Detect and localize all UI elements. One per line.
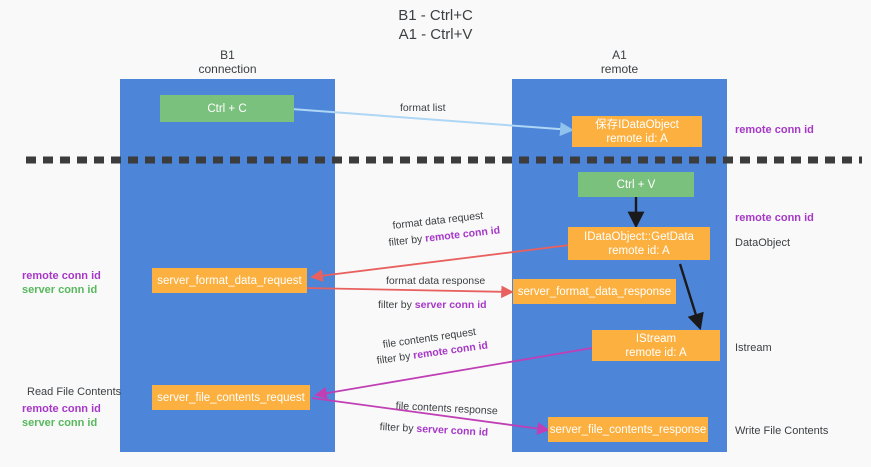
- page-title-line-1: B1 - Ctrl+C: [398, 7, 473, 24]
- column-header-b1-sub: connection: [198, 62, 257, 76]
- node-server-format-data-response-label: server_format_data_response: [517, 285, 672, 298]
- edge-label-format-list: format list: [400, 102, 446, 114]
- node-ctrl-v-label: Ctrl + V: [616, 178, 656, 191]
- arrow-file-contents-request: [314, 347, 593, 400]
- column-header-a1-name: A1: [612, 48, 627, 62]
- node-ctrl-c-label: Ctrl + C: [207, 102, 247, 115]
- node-server-file-contents-response[interactable]: server_file_contents_response: [548, 417, 708, 442]
- left-label-server-conn-id-2: server conn id: [22, 417, 98, 429]
- node-save-idataobject-label: 保存IDataObject: [595, 118, 679, 131]
- edge-label-format-data-response-filter-prefix: filter by: [378, 299, 415, 311]
- left-label-read-file-contents: Read File Contents: [27, 386, 122, 398]
- column-header-b1: B1 connection: [120, 48, 335, 76]
- node-save-idataobject[interactable]: 保存IDataObject remote id: A: [572, 116, 702, 147]
- edge-label-format-data-response-filter: filter by server conn id: [378, 299, 487, 312]
- node-server-file-contents-response-label: server_file_contents_response: [549, 423, 707, 436]
- node-idataobject-getdata-label: IDataObject::GetData: [584, 230, 694, 243]
- node-istream[interactable]: IStream remote id: A: [592, 330, 720, 361]
- node-istream-remote-id: remote id: A: [625, 346, 687, 359]
- node-ctrl-c[interactable]: Ctrl + C: [160, 95, 294, 122]
- right-label-write-file-contents: Write File Contents: [735, 425, 829, 437]
- page-title: B1 - Ctrl+C A1 - Ctrl+V: [0, 6, 871, 44]
- edge-label-format-data-response: format data response: [386, 275, 486, 287]
- column-header-b1-name: B1: [220, 48, 235, 62]
- node-server-format-data-request-label: server_format_data_request: [157, 274, 302, 287]
- left-label-server-conn-id: server conn id: [22, 284, 98, 296]
- right-label-dataobject: DataObject: [735, 237, 791, 249]
- page-title-line-2: A1 - Ctrl+V: [398, 26, 473, 43]
- node-idataobject-getdata-remote-id: remote id: A: [608, 244, 670, 257]
- node-server-file-contents-request-label: server_file_contents_request: [157, 391, 305, 404]
- edge-label-format-data-response-filter-key: server conn id: [414, 299, 487, 311]
- node-ctrl-v[interactable]: Ctrl + V: [578, 172, 694, 197]
- arrow-format-list: [277, 107, 574, 137]
- right-label-remote-conn-id-1: remote conn id: [735, 124, 814, 136]
- node-save-idataobject-remote-id: remote id: A: [606, 132, 668, 145]
- column-header-a1: A1 remote: [512, 48, 727, 76]
- node-server-format-data-response[interactable]: server_format_data_response: [513, 279, 676, 304]
- arrow-getdata-to-istream: [678, 263, 704, 331]
- right-label-istream: Istream: [735, 342, 772, 354]
- node-idataobject-getdata[interactable]: IDataObject::GetData remote id: A: [568, 227, 710, 260]
- left-label-remote-conn-id: remote conn id: [22, 270, 101, 282]
- arrow-format-data-request: [310, 243, 579, 282]
- node-istream-label: IStream: [635, 332, 677, 345]
- node-server-format-data-request[interactable]: server_format_data_request: [152, 268, 307, 293]
- edge-label-file-contents-response-filter-prefix: filter by: [379, 421, 417, 435]
- arrow-file-contents-response: [311, 397, 550, 435]
- edge-label-file-contents-response-filter-key: server conn id: [416, 422, 489, 439]
- node-server-file-contents-request[interactable]: server_file_contents_request: [152, 385, 310, 410]
- right-label-remote-conn-id-2: remote conn id: [735, 212, 814, 224]
- left-label-remote-conn-id-2: remote conn id: [22, 403, 101, 415]
- arrow-format-data-response: [304, 285, 514, 299]
- column-header-a1-sub: remote: [600, 62, 639, 76]
